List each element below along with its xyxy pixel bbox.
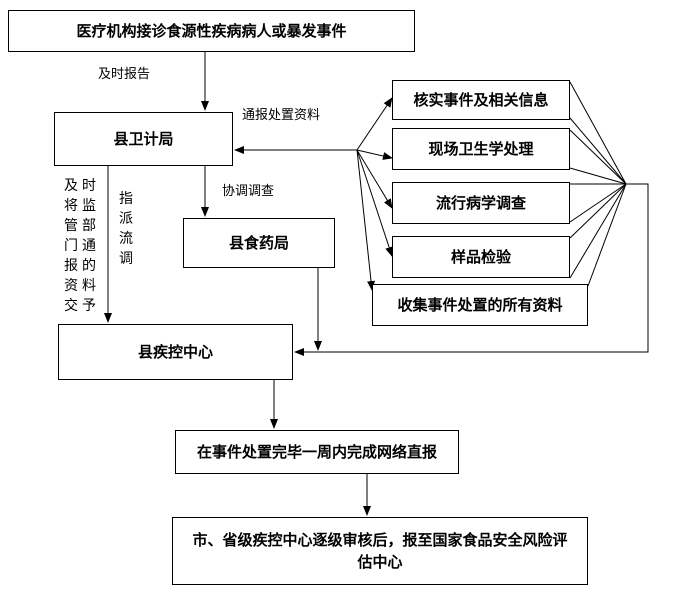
converge-verify — [569, 81, 627, 185]
node-collect-materials: 收集事件处置的所有资料 — [372, 284, 588, 326]
arrow-hub-to-sample — [356, 149, 393, 257]
converge-hygiene-b — [569, 167, 627, 185]
label-char: 资 — [64, 278, 78, 294]
converge-epi-b — [569, 183, 627, 223]
converge-hygiene — [569, 129, 627, 185]
arrow-tasks-to-cdc — [294, 183, 649, 356]
label-char: 门 — [64, 238, 78, 254]
node-county-health-bureau: 县卫计局 — [54, 112, 233, 166]
node-epi-investigation: 流行病学调查 — [392, 182, 570, 224]
node-sample-testing: 样品检验 — [392, 236, 570, 278]
label-char: 管 — [64, 218, 78, 234]
label-char: 时 — [82, 178, 96, 194]
node-county-fda: 县食药局 — [183, 218, 335, 268]
converge-sample — [569, 183, 627, 239]
node-network-report: 在事件处置完毕一周内完成网络直报 — [175, 430, 459, 474]
label-char: 料 — [82, 278, 96, 294]
label-char: 及 — [64, 178, 78, 194]
label-char: 部 — [82, 218, 96, 234]
node-county-cdc: 县疾控中心 — [58, 324, 293, 380]
label-char: 监 — [82, 198, 96, 214]
label-char: 的 — [82, 258, 96, 274]
label-assign-investigation: 指派流调 — [119, 191, 133, 267]
label-char: 将 — [64, 198, 78, 214]
label-char: 交 — [64, 298, 78, 314]
label-char: 报 — [64, 258, 78, 274]
label-timely-transfer: 及时将监管部门通报的资料交予 — [62, 176, 98, 316]
converge-sample-b — [569, 183, 627, 279]
label-char: 通 — [82, 238, 96, 254]
node-final-review: 市、省级疾控中心逐级审核后，报至国家食品安全风险评估中心 — [172, 517, 588, 585]
label-char: 予 — [82, 298, 96, 314]
node-verify-event: 核实事件及相关信息 — [392, 80, 570, 120]
arrow-hub-to-epi — [356, 149, 393, 209]
label-notify-materials: 通报处置资料 — [242, 108, 321, 123]
node-report-source: 医疗机构接诊食源性疾病病人或暴发事件 — [8, 10, 415, 52]
converge-verify-b — [569, 117, 627, 185]
arrow-hub-to-verify — [356, 97, 393, 151]
arrow-hub-to-collect — [356, 149, 376, 291]
converge-collect — [587, 183, 627, 287]
label-timely-report: 及时报告 — [98, 67, 151, 82]
arrow-hub-to-hygiene — [356, 149, 393, 160]
node-onsite-hygiene: 现场卫生学处理 — [392, 128, 570, 170]
label-coordinate-investigation: 协调调查 — [222, 184, 275, 199]
